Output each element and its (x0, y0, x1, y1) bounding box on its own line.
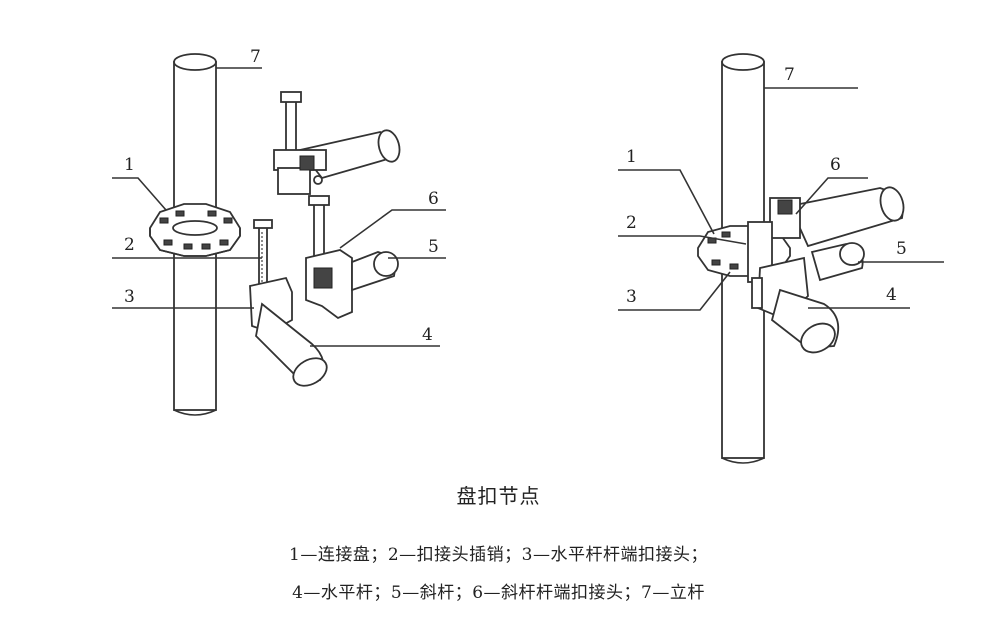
callout-numbers-right: 1 2 3 4 5 6 7 (626, 65, 907, 307)
diagonal-coupler-left (305, 195, 353, 320)
horizontal-bar-coupler-left (249, 219, 328, 387)
legend-line-1: 1—连接盘；2—扣接头插销；3—水平杆杆端扣接头； (289, 545, 708, 565)
leader-lines-right (618, 87, 944, 311)
callout-right-7: 7 (784, 65, 795, 85)
callout-left-3: 3 (124, 287, 135, 307)
callout-left-7: 7 (250, 47, 261, 67)
callout-numbers-left: 1 2 3 4 5 6 7 (124, 47, 439, 345)
callout-left-6: 6 (428, 189, 439, 209)
callout-right-5: 5 (896, 239, 907, 259)
callout-left-5: 5 (428, 237, 439, 257)
callout-right-3: 3 (626, 287, 637, 307)
upper-bar-coupler (273, 91, 401, 195)
ringlock-node-diagram: 1 2 3 4 5 6 7 1 2 3 4 5 6 7 (112, 47, 944, 464)
diagonal-bar-left (351, 251, 399, 292)
assembled-view (618, 53, 944, 464)
callout-left-1: 1 (124, 155, 135, 175)
callout-right-2: 2 (626, 213, 637, 233)
horizontal-assembly-right (747, 221, 840, 354)
callout-right-4: 4 (886, 285, 897, 305)
diagram-title: 盘扣节点 (456, 484, 541, 508)
exploded-view (112, 53, 446, 416)
callout-right-1: 1 (626, 147, 637, 167)
leader-lines-left (112, 67, 446, 347)
diagonal-assembly-right (769, 186, 905, 282)
callout-right-6: 6 (830, 155, 841, 175)
callout-left-2: 2 (124, 235, 135, 255)
connecting-disc-left (149, 203, 241, 257)
callout-left-4: 4 (422, 325, 433, 345)
legend-line-2: 4—水平杆；5—斜杆；6—斜杆杆端扣接头；7—立杆 (292, 583, 705, 603)
